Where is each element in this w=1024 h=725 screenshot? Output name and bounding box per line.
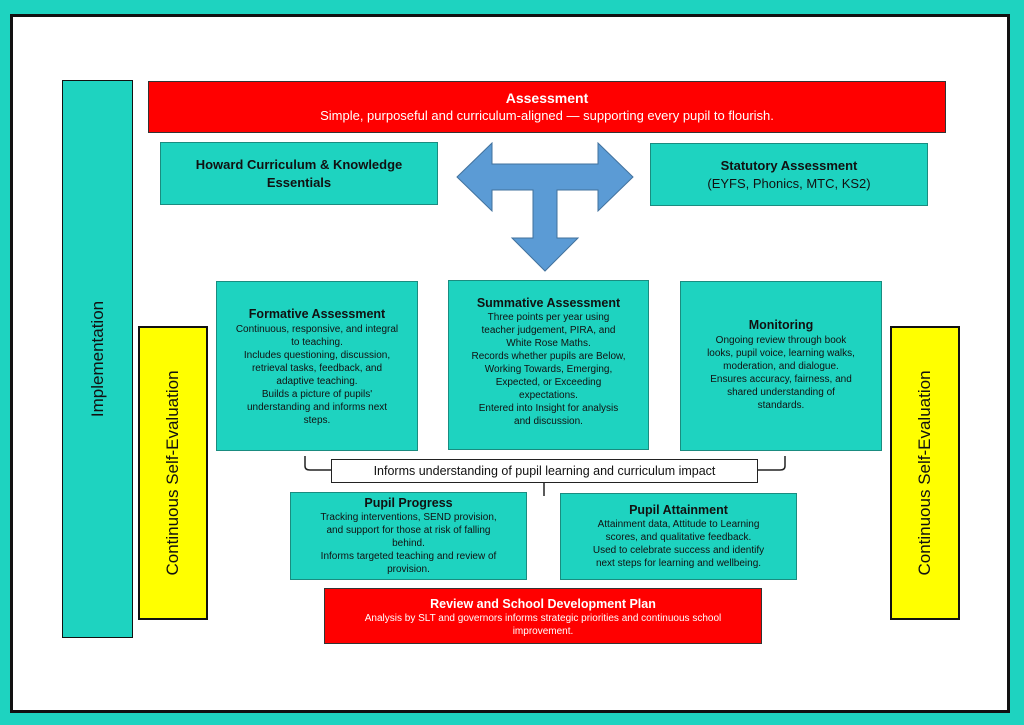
implementation-label: Implementation [87,300,107,418]
assessment-title: Assessment [505,90,589,106]
monitoring-line: moderation, and dialogue. [723,361,839,372]
assessment-banner: Assessment Simple, purposeful and curric… [148,81,946,133]
howard-title-line-1: Howard Curriculum & Knowledge [195,156,403,172]
formative-line: adaptive teaching. [276,376,358,387]
pupil-progress-box: Pupil Progress Tracking interventions, S… [290,492,527,580]
summative-line: teacher judgement, PIRA, and [481,325,616,336]
self-evaluation-right-label: Continuous Self-Evaluation [915,370,934,576]
review-plan-box: Review and School Development Plan Analy… [324,588,762,644]
attainment-line: scores, and qualitative feedback. [605,532,752,543]
attainment-line: next steps for learning and wellbeing. [595,558,762,569]
progress-line: provision. [387,564,430,575]
summative-line: Expected, or Exceeding [495,377,602,388]
summative-line: White Rose Maths. [506,338,591,349]
progress-line: Informs targeted teaching and review of [320,551,497,562]
informs-label-box: Informs understanding of pupil learning … [331,459,758,483]
monitoring-box: Monitoring Ongoing review through book l… [680,281,882,451]
formative-line: Continuous, responsive, and integral [235,324,399,335]
summative-line: Working Towards, Emerging, [484,364,613,375]
monitoring-line: looks, pupil voice, learning walks, [707,348,855,359]
progress-line: and support for those at risk of falling [326,525,491,536]
attainment-line: Attainment data, Attitude to Learning [597,519,760,530]
self-evaluation-right: Continuous Self-Evaluation [890,326,960,620]
howard-curriculum-box: Howard Curriculum & Knowledge Essentials [160,142,438,205]
formative-line: retrieval tasks, feedback, and [251,363,383,374]
attainment-title: Pupil Attainment [629,503,728,517]
summative-line: expectations. [519,390,578,401]
formative-line: Builds a picture of pupils' [261,389,373,400]
monitoring-line: standards. [757,400,805,411]
monitoring-title: Monitoring [748,318,814,332]
review-line: improvement. [512,626,574,637]
review-title: Review and School Development Plan [430,597,656,611]
monitoring-line: shared understanding of [727,387,835,398]
self-evaluation-left-label: Continuous Self-Evaluation [163,370,182,576]
formative-line: understanding and informs next [246,402,388,413]
progress-line: Tracking interventions, SEND provision, [320,512,497,523]
summative-assessment-box: Summative Assessment Three points per ye… [448,280,649,450]
monitoring-line: Ongoing review through book [715,335,847,346]
implementation-bar: Implementation [62,80,133,638]
summative-line: Entered into Insight for analysis [478,403,619,414]
informs-label: Informs understanding of pupil learning … [373,464,716,478]
summative-line: Three points per year using [487,312,610,323]
progress-title: Pupil Progress [364,496,453,510]
review-line: Analysis by SLT and governors informs st… [364,613,722,624]
formative-line: steps. [303,415,331,426]
formative-title: Formative Assessment [248,307,386,321]
statutory-subtitle: (EYFS, Phonics, MTC, KS2) [707,175,871,191]
monitoring-line: Ensures accuracy, fairness, and [710,374,852,385]
formative-assessment-box: Formative Assessment Continuous, respons… [216,281,418,451]
progress-line: behind. [392,538,425,549]
attainment-line: Used to celebrate success and identify [592,545,765,556]
summative-title: Summative Assessment [476,296,621,310]
t-arrow-icon [456,142,634,272]
formative-line: Includes questioning, discussion, [243,350,391,361]
pupil-attainment-box: Pupil Attainment Attainment data, Attitu… [560,493,797,580]
statutory-assessment-box: Statutory Assessment (EYFS, Phonics, MTC… [650,143,928,206]
howard-title-line-2: Essentials [266,174,332,190]
formative-line: to teaching. [291,337,343,348]
summative-line: and discussion. [514,416,583,427]
summative-line: Records whether pupils are Below, [471,351,626,362]
assessment-subtitle: Simple, purposeful and curriculum-aligne… [320,108,774,123]
self-evaluation-left: Continuous Self-Evaluation [138,326,208,620]
statutory-title: Statutory Assessment [720,157,858,173]
